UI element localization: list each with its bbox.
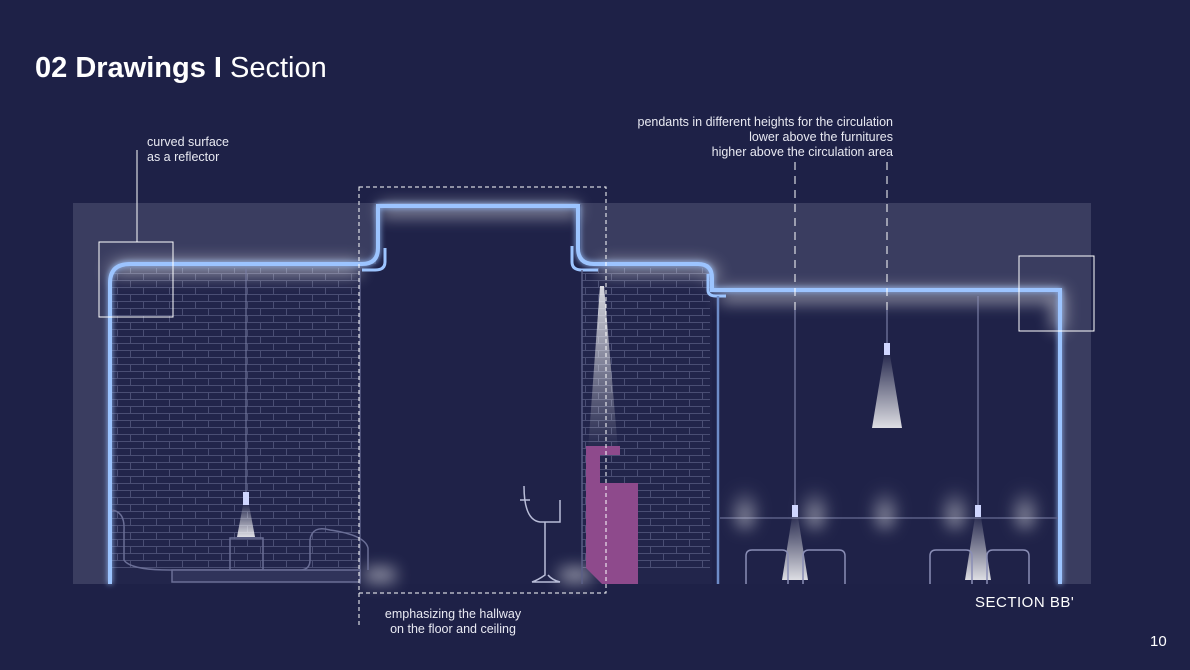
page-title-bold: 02 Drawings I xyxy=(35,52,222,84)
hallway-annotation: emphasizing the hallway on the floor and… xyxy=(370,607,536,637)
hallway-spotlight-beam xyxy=(588,286,618,450)
reflector-annotation-line-2: as a reflector xyxy=(147,150,220,164)
hallway-dashed-box xyxy=(358,186,607,594)
pendant-cords xyxy=(794,296,979,505)
pendants-annotation-line-1: pendants in different heights for the ci… xyxy=(637,115,894,129)
pendant-leader-lines xyxy=(794,162,888,312)
page-title: 02 Drawings I Section xyxy=(35,50,327,86)
purple-counter xyxy=(586,446,638,584)
light-profile-line xyxy=(108,204,1062,584)
pendants-annotation-line-3: higher above the circulation area xyxy=(711,145,893,159)
reflector-annotation-line-1: curved surface xyxy=(147,135,229,149)
right-room-furniture xyxy=(745,549,1030,584)
page-title-light: Section xyxy=(230,52,327,84)
hallway-stool xyxy=(520,485,561,583)
section-label: SECTION BB' xyxy=(975,594,1075,611)
reflector-callout-boxes xyxy=(98,241,1095,332)
left-pendant-icon xyxy=(243,492,249,505)
left-pendant-beam xyxy=(237,505,255,537)
page-number: 10 xyxy=(1150,633,1167,650)
reflector-annotation: curved surface as a reflector xyxy=(147,135,229,165)
left-room-furniture xyxy=(111,268,369,583)
wall-washers xyxy=(735,488,1035,528)
pendants-annotation-line-2: lower above the furnitures xyxy=(749,130,893,144)
hallway-annotation-line-1: emphasizing the hallway xyxy=(384,607,522,621)
brick-walls xyxy=(112,268,710,568)
pendants-annotation: pendants in different heights for the ci… xyxy=(638,115,894,160)
hallway-annotation-line-2: on the floor and ceiling xyxy=(390,622,516,636)
